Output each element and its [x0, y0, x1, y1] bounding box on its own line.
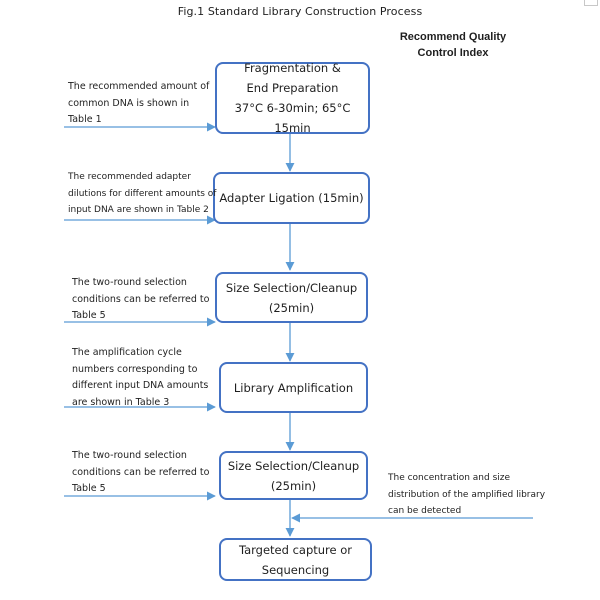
step-label-line: Sequencing — [261, 562, 330, 577]
note-line: Table 5 — [72, 483, 106, 494]
step-label-line: Adapter Ligation (15min) — [219, 191, 364, 205]
note-adapter-dilution: The recommended adapter dilutions for di… — [68, 169, 216, 219]
step-label-line: Targeted capture or — [238, 542, 353, 557]
figure-title: Fig.1 Standard Library Construction Proc… — [177, 5, 423, 18]
step-library-amplification: Library Amplification — [219, 362, 368, 413]
note-dna-amount: The recommended amount of common DNA is … — [68, 79, 209, 129]
note-line: Table 1 — [68, 114, 102, 125]
step-fragmentation-end-prep: Fragmentation & End Preparation 37°C 6-3… — [215, 61, 370, 135]
note-line: input DNA are shown in Table 2 — [68, 205, 209, 215]
step-label-line: (25min) — [268, 300, 315, 315]
step-label-line: Library Amplification — [233, 380, 354, 395]
note-amplification-cycles: The amplification cycle numbers correspo… — [72, 345, 208, 411]
qc-heading-line: Control Index — [417, 47, 489, 59]
note-line: distribution of the amplified library — [388, 489, 546, 500]
note-line: The recommended adapter — [68, 172, 191, 182]
qc-heading: Recommend Quality Control Index — [390, 29, 516, 61]
note-line: numbers corresponding to — [72, 363, 198, 375]
note-line: can be detected — [388, 506, 462, 516]
note-selection-conditions-1: The two-round selection conditions can b… — [72, 275, 209, 325]
corner-resize-handle — [584, 0, 598, 6]
step-size-selection-1: Size Selection/Cleanup (25min) — [215, 272, 368, 323]
step-label-line: (25min) — [270, 478, 317, 493]
step-adapter-ligation: Adapter Ligation (15min) — [213, 172, 370, 224]
note-line: common DNA is shown in — [68, 97, 190, 109]
note-line: are shown in Table 3 — [72, 396, 170, 408]
note-line: conditions can be referred to — [72, 293, 210, 305]
step-targeted-capture-sequencing: Targeted capture or Sequencing — [219, 538, 372, 581]
note-line: dilutions for different amounts of — [68, 188, 217, 199]
step-label-line: 37°C 6-30min; 65°C 15min — [234, 101, 351, 135]
step-size-selection-2: Size Selection/Cleanup (25min) — [219, 451, 368, 500]
qc-heading-line: Recommend Quality — [399, 31, 507, 43]
note-line: The concentration and size — [388, 473, 511, 483]
step-label-line: End Preparation — [246, 81, 339, 95]
qc-note-library-detection: The concentration and size distribution … — [388, 470, 545, 520]
note-line: different input DNA amounts — [72, 380, 209, 391]
step-label-line: Fragmentation & — [244, 61, 341, 75]
note-line: The amplification cycle — [72, 347, 182, 358]
note-selection-conditions-2: The two-round selection conditions can b… — [72, 448, 209, 498]
note-line: conditions can be referred to — [72, 466, 210, 478]
note-line: The two-round selection — [72, 277, 187, 288]
note-line: Table 5 — [72, 310, 106, 321]
step-label-line: Size Selection/Cleanup — [225, 280, 358, 295]
note-line: The recommended amount of — [68, 81, 210, 92]
step-label-line: Size Selection/Cleanup — [227, 458, 360, 473]
note-line: The two-round selection — [72, 450, 187, 461]
